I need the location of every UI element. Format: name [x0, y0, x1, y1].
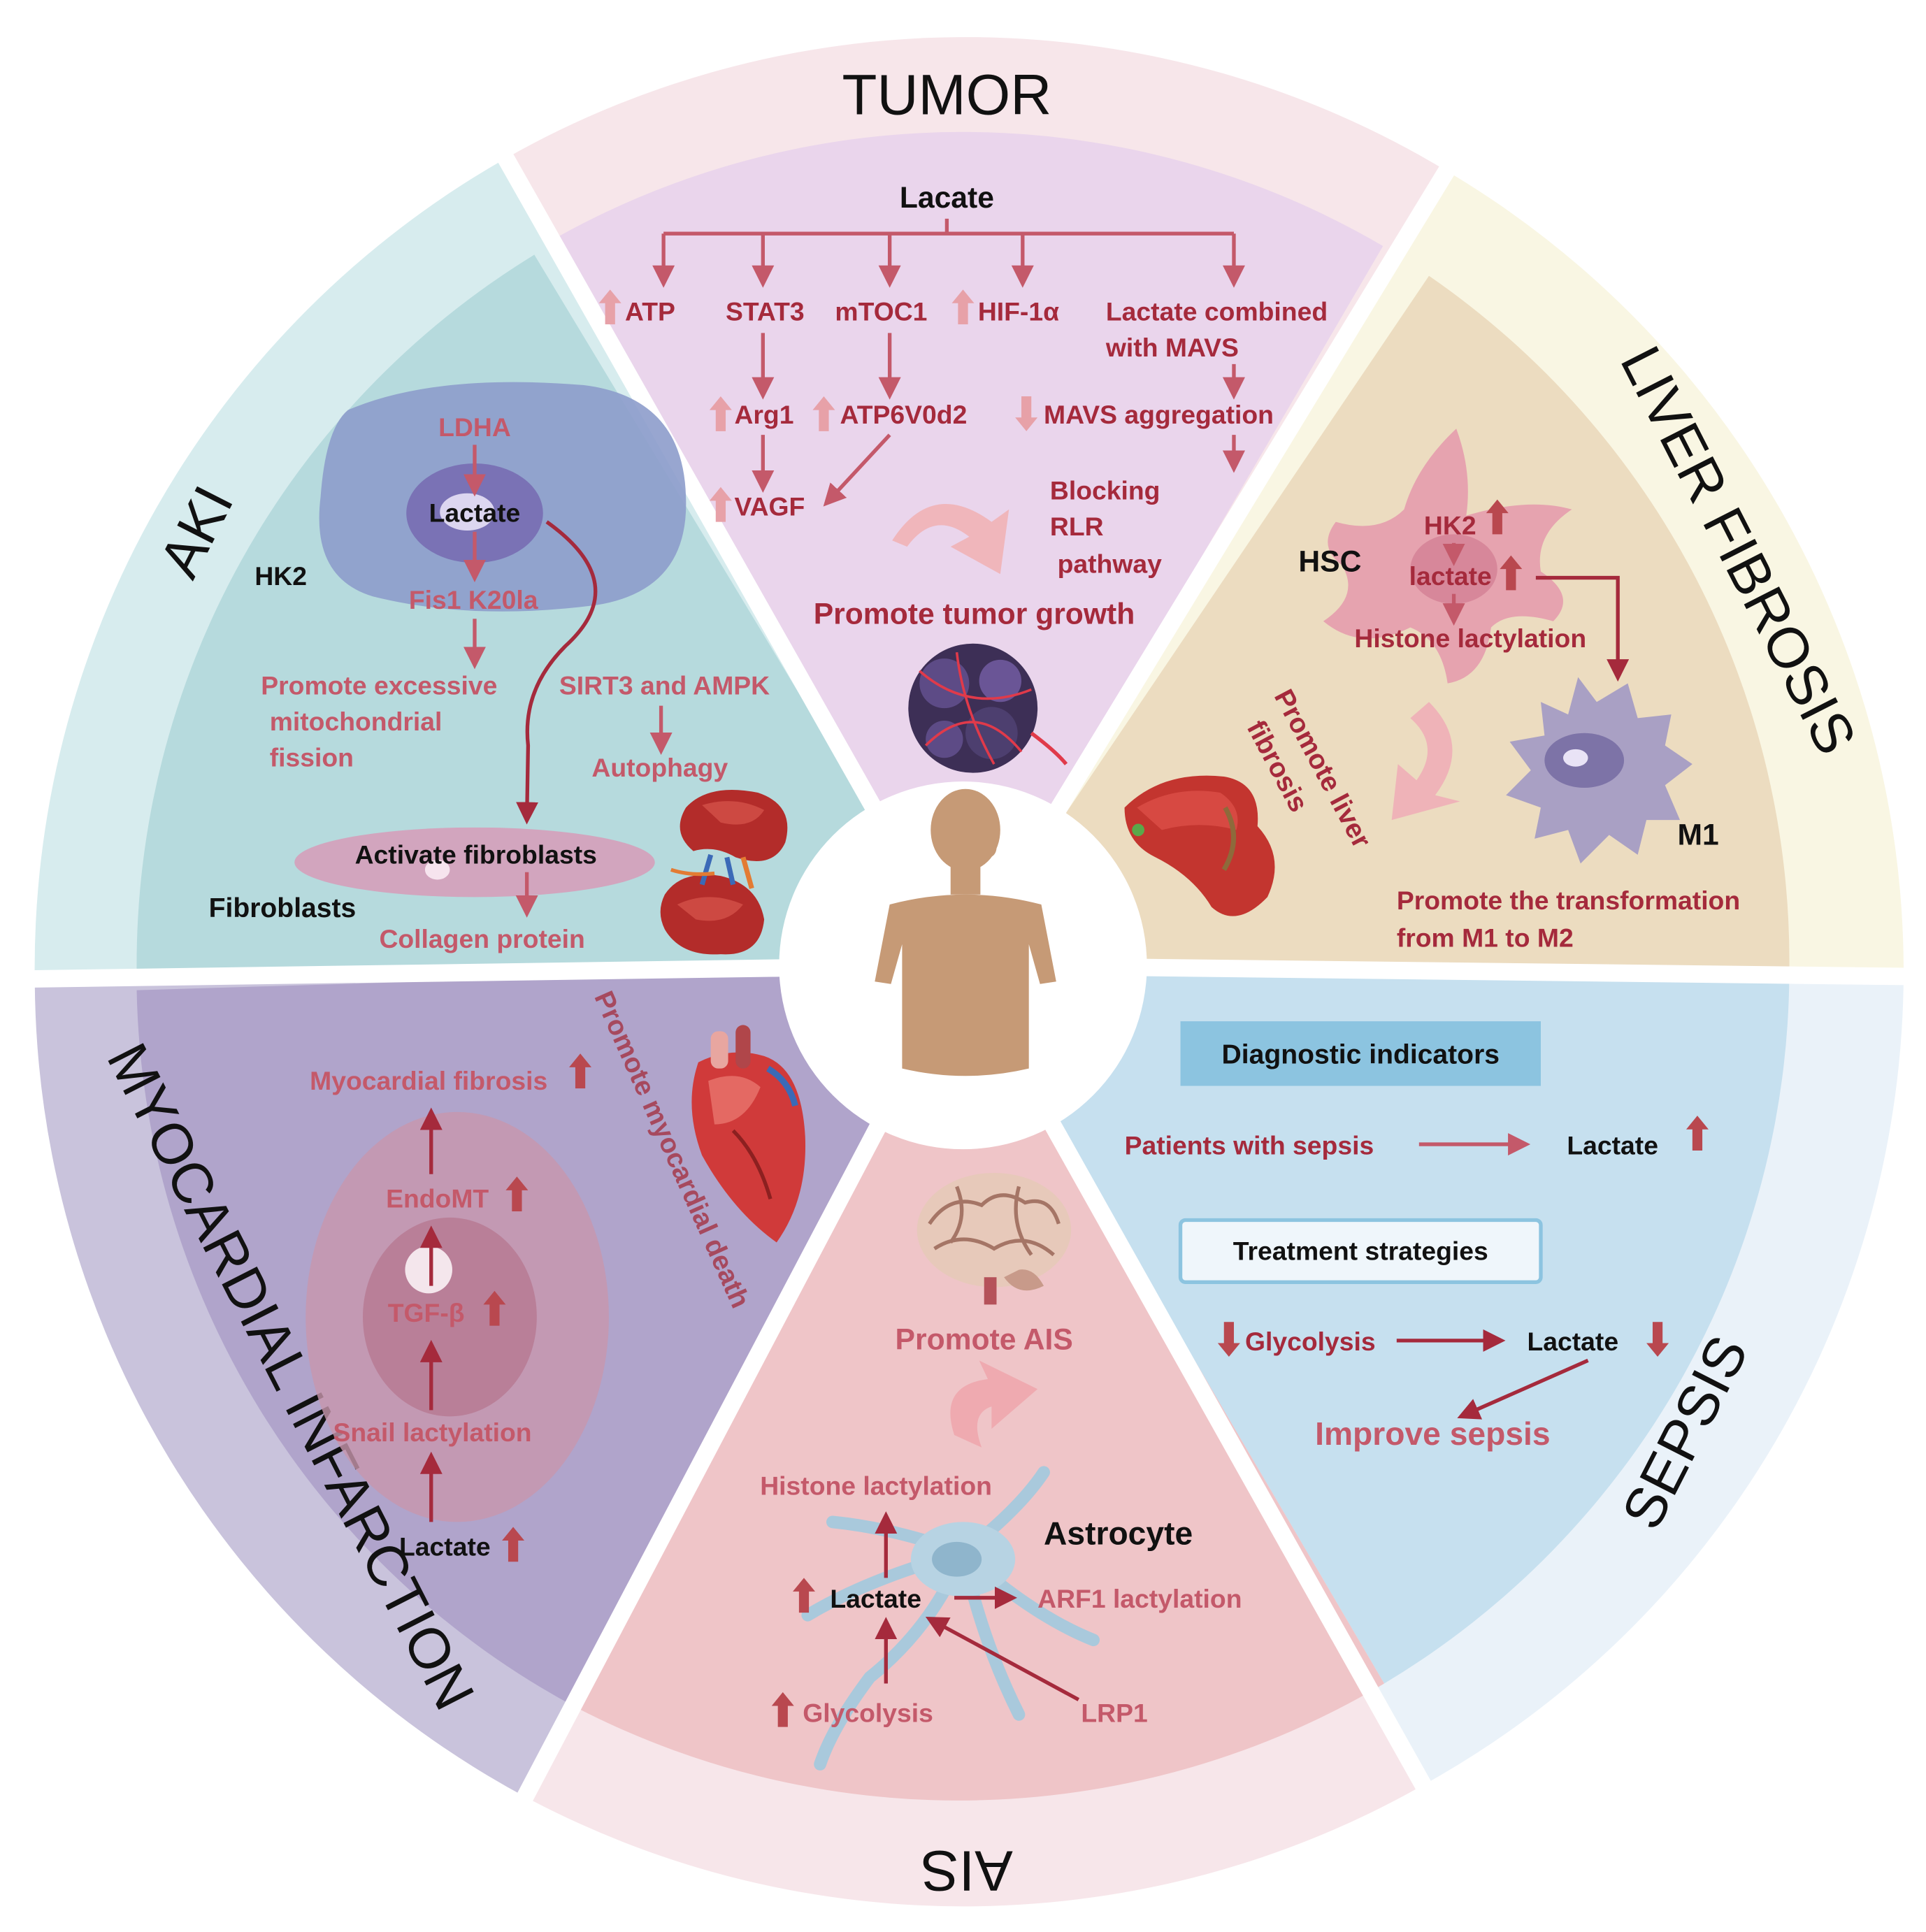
tumor-pathway: pathway	[1058, 549, 1163, 578]
tumor-atp: ATP	[625, 297, 675, 326]
tumor-hif: HIF-1α	[978, 297, 1059, 326]
aki-autophagy: Autophagy	[591, 753, 728, 782]
tumor-lacate: Lacate	[900, 181, 994, 215]
sepsis-panel: Diagnostic indicators Patients with seps…	[1125, 1021, 1709, 1452]
ais-curved-arrow-icon	[950, 1360, 1038, 1448]
mi-endomt: EndoMT	[386, 1184, 489, 1213]
aki-hk2: HK2	[254, 561, 307, 591]
section-title-ais: AIS	[921, 1838, 1013, 1902]
aki-panel: LDHA Lactate HK2 Fis1 K20la Promote exce…	[209, 382, 788, 955]
mi-tgf-beta: TGF-β	[388, 1298, 465, 1327]
tumor-promote-growth: Promote tumor growth	[814, 597, 1135, 630]
liver-hk2: HK2	[1424, 510, 1476, 540]
ais-glycolysis: Glycolysis	[803, 1699, 933, 1728]
brain-icon	[917, 1172, 1072, 1305]
mi-myocardial-fibrosis: Myocardial fibrosis	[310, 1066, 547, 1095]
sepsis-lactate-2: Lactate	[1527, 1327, 1618, 1356]
tumor-rlr: RLR	[1050, 512, 1104, 541]
mi-lactate: Lactate	[399, 1531, 491, 1561]
tumor-mtoc1: mTOC1	[835, 297, 927, 326]
sepsis-treatment-box	[1178, 1218, 1543, 1285]
human-silhouette-icon	[875, 788, 1056, 1076]
mi-cell-nucleus	[405, 1246, 452, 1294]
m1-macrophage-icon	[1506, 677, 1693, 864]
aki-fis1: Fis1 K20la	[409, 585, 538, 614]
aki-fibroblast-shape	[294, 827, 655, 897]
tumor-blocking: Blocking	[1050, 476, 1160, 505]
ais-lrp1: LRP1	[1081, 1699, 1147, 1728]
liver-transformation-line1: Promote the transformation	[1397, 886, 1740, 915]
aki-collagen: Collagen protein	[379, 924, 584, 953]
aki-ldha: LDHA	[438, 412, 511, 442]
tumor-curved-arrow-icon	[892, 503, 1009, 575]
section-title-tumor: TUMOR	[842, 64, 1052, 127]
aki-mito-line2: mitochondrial	[270, 707, 443, 736]
tumor-stat3: STAT3	[726, 297, 805, 326]
tumor-mavs-line2: with MAVS	[1105, 333, 1239, 362]
ais-lactate: Lactate	[830, 1584, 921, 1613]
sepsis-patients: Patients with sepsis	[1125, 1130, 1374, 1160]
sepsis-diagnostic-box	[1180, 1021, 1541, 1086]
tumor-atp6v0d2: ATP6V0d2	[840, 400, 968, 429]
tumor-mavs-line1: Lactate combined	[1106, 297, 1328, 326]
liver-organ-icon	[1124, 775, 1275, 916]
tumor-panel: Lacate ATP STAT3 mTOC1 HIF-1α Lactate co…	[598, 181, 1328, 773]
aki-fibroblast-nucleus	[424, 860, 450, 880]
tumor-mavs-aggregation: MAVS aggregation	[1044, 400, 1274, 429]
heart-organ-icon	[691, 1025, 806, 1243]
astrocyte-nucleus	[932, 1541, 982, 1577]
sepsis-treatment-label: Treatment strategies	[1233, 1236, 1488, 1265]
liver-lactate: lactate	[1409, 561, 1492, 591]
tumor-mass-icon	[908, 643, 1068, 773]
liver-histone-lactylation: Histone lactylation	[1354, 623, 1586, 653]
ais-arf1-lactylation: ARF1 lactylation	[1037, 1584, 1242, 1613]
ais-panel: Promote AIS Histone lactylation Astrocyt…	[760, 1172, 1242, 1771]
sepsis-diagnostic-label: Diagnostic indicators	[1222, 1040, 1500, 1070]
ais-promote: Promote AIS	[896, 1322, 1073, 1356]
sepsis-glycolysis: Glycolysis	[1245, 1327, 1376, 1356]
kidney-organ-icon	[660, 789, 788, 955]
tumor-arg1: Arg1	[734, 400, 793, 429]
aki-lactate: Lactate	[429, 498, 521, 528]
ais-histone-lactylation: Histone lactylation	[760, 1471, 992, 1500]
mi-snail-lactylation: Snail lactylation	[333, 1418, 532, 1447]
aki-sirt3-ampk: SIRT3 and AMPK	[559, 671, 770, 700]
sepsis-lactate-1: Lactate	[1567, 1130, 1658, 1160]
aki-cell-nucleus	[440, 493, 495, 531]
sepsis-improve: Improve sepsis	[1315, 1415, 1550, 1452]
liver-transformation-line2: from M1 to M2	[1397, 923, 1574, 952]
aki-activate-fibroblasts: Activate fibroblasts	[355, 839, 597, 869]
aki-mito-line3: fission	[270, 743, 354, 772]
aki-fibroblasts-label: Fibroblasts	[209, 893, 357, 923]
liver-hsc-label: HSC	[1298, 545, 1361, 579]
aki-mito-line1: Promote excessive	[261, 671, 497, 700]
liver-m1-label: M1	[1678, 819, 1719, 852]
tumor-vagf: VAGF	[734, 492, 805, 521]
ais-astrocyte-label: Astrocyte	[1044, 1515, 1193, 1551]
sector-sepsis	[963, 965, 1790, 1684]
liver-curved-arrow-icon	[1391, 702, 1460, 821]
